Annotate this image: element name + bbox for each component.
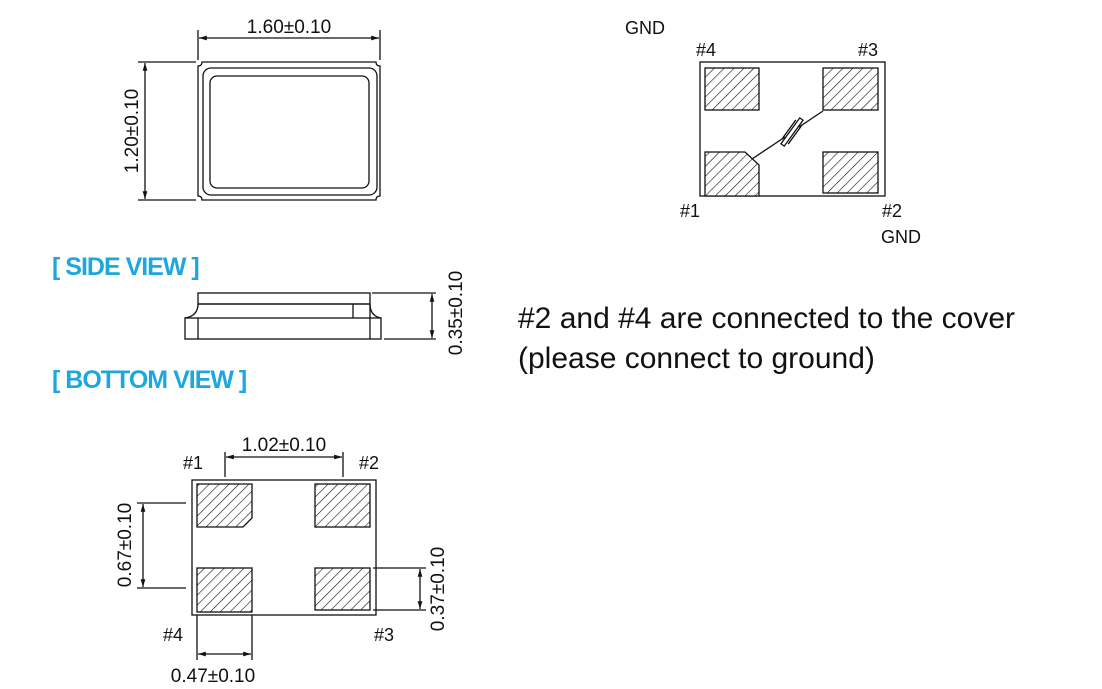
side-view-heading: [ SIDE VIEW ] bbox=[52, 253, 199, 281]
schematic-pin-1: #1 bbox=[680, 201, 700, 221]
crystal-lead bbox=[751, 136, 786, 160]
schematic-pin-4: #4 bbox=[696, 40, 716, 60]
pad-2 bbox=[314, 483, 371, 528]
bottom-pin-1: #1 bbox=[183, 453, 203, 473]
bottom-pin-3: #3 bbox=[374, 625, 394, 645]
pitch-y-dimension: 0.67±0.10 bbox=[115, 503, 136, 587]
note-line-1: #2 and #4 are connected to the cover bbox=[518, 302, 1015, 335]
crystal-lead bbox=[798, 110, 824, 128]
schematic-pin-3: #3 bbox=[858, 40, 878, 60]
crystal-symbol-icon bbox=[780, 116, 804, 148]
bottom-view-heading: [ BOTTOM VIEW ] bbox=[52, 366, 246, 394]
bottom-view: #1 #2 #4 #3 1.02±0.10 0.67±0.10 0.37±0.1… bbox=[115, 435, 449, 687]
height-dimension: 1.20±0.10 bbox=[122, 89, 143, 173]
bottom-pin-2: #2 bbox=[359, 453, 379, 473]
pin-schematic: GND #4 #3 #1 #2 GND bbox=[625, 18, 921, 247]
pad-width-dimension: 0.47±0.10 bbox=[171, 666, 255, 687]
gnd-label-top: GND bbox=[625, 18, 665, 38]
side-view: 0.35±0.10 bbox=[184, 271, 467, 355]
pad-3 bbox=[314, 567, 371, 611]
lid-inner bbox=[209, 75, 370, 189]
package-outline bbox=[197, 61, 381, 201]
bottom-pin-4: #4 bbox=[163, 625, 183, 645]
note-line-2: (please connect to ground) bbox=[518, 342, 875, 375]
schematic-pin-2: #2 bbox=[882, 201, 902, 221]
side-height-dimension: 0.35±0.10 bbox=[446, 271, 467, 355]
gnd-label-bottom: GND bbox=[881, 227, 921, 247]
pad-1 bbox=[196, 483, 253, 528]
top-view: 1.60±0.10 1.20±0.10 bbox=[122, 17, 381, 201]
pad-height-dimension: 0.37±0.10 bbox=[428, 547, 449, 631]
pad-4 bbox=[196, 567, 253, 613]
pitch-x-dimension: 1.02±0.10 bbox=[242, 435, 326, 456]
width-dimension: 1.60±0.10 bbox=[247, 17, 331, 38]
lid-outer bbox=[202, 67, 378, 196]
